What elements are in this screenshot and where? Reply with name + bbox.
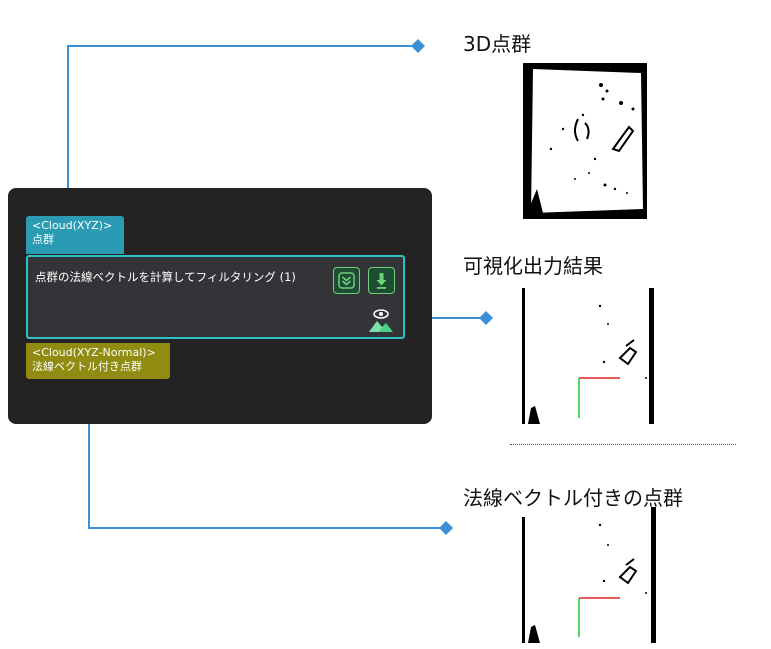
output-port-type: <Cloud(XYZ-Normal)> [32, 346, 156, 359]
output-point-cloud-image [520, 507, 662, 643]
connector-input [67, 45, 418, 200]
input-port-name: 点群 [32, 233, 54, 246]
eye-mountain-icon[interactable] [368, 307, 394, 333]
output-port[interactable]: <Cloud(XYZ-Normal)> 法線ベクトル付き点群 [26, 343, 170, 379]
visualization-result-image [520, 288, 662, 424]
input-point-cloud-image [523, 63, 647, 219]
input-cloud-title: 3D点群 [463, 32, 532, 56]
diamond-marker [439, 521, 453, 535]
input-port[interactable]: <Cloud(XYZ)> 点群 [26, 216, 124, 254]
diamond-marker [411, 39, 425, 53]
input-port-type: <Cloud(XYZ)> [32, 219, 113, 232]
visual-output-title: 可視化出力結果 [463, 254, 603, 278]
filter-node[interactable]: 点群の法線ベクトルを計算してフィルタリング (1) [26, 255, 405, 339]
chevrons-down-icon [338, 272, 355, 289]
node-title: 点群の法線ベクトルを計算してフィルタリング (1) [35, 270, 296, 284]
separator [510, 444, 736, 445]
output-cloud-title: 法線ベクトル付きの点群 [463, 486, 683, 510]
download-button[interactable] [368, 267, 395, 294]
collapse-button[interactable] [333, 267, 360, 294]
diamond-marker [479, 311, 493, 325]
output-port-name: 法線ベクトル付き点群 [32, 360, 142, 373]
download-icon [376, 273, 387, 289]
